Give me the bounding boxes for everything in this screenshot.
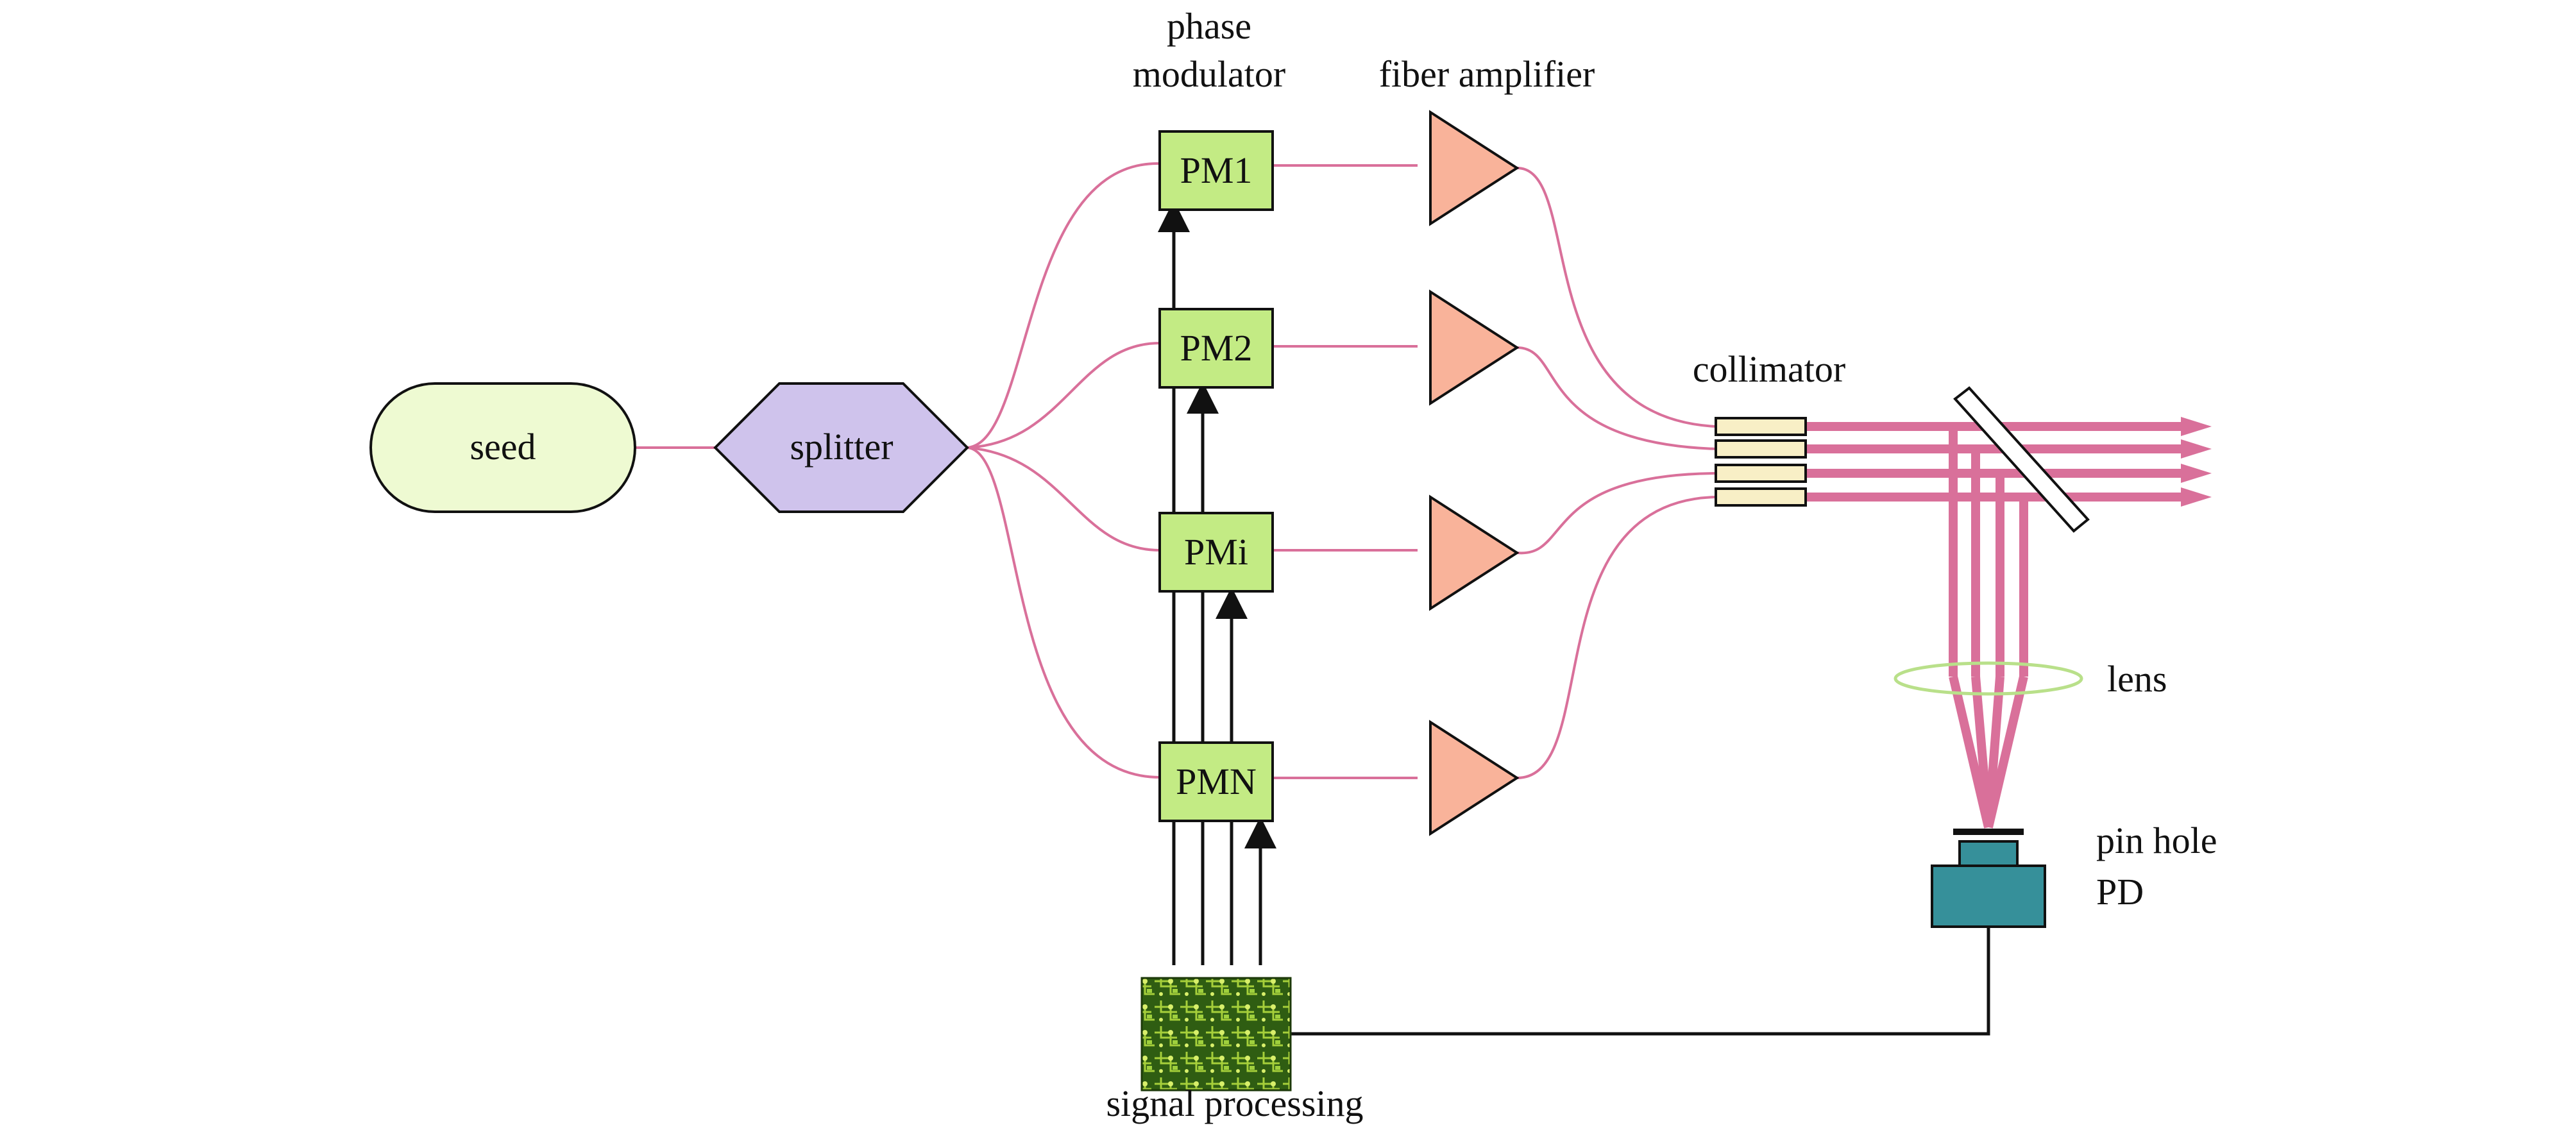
collimator-array — [1715, 417, 1807, 507]
output-beams — [1806, 417, 2212, 507]
modulator-label-pm2: PM2 — [1180, 327, 1253, 369]
splitter-to-pmi-fiber — [967, 446, 1160, 552]
pinhole-label-line2: PD — [2096, 871, 2144, 913]
modulator-label-pmn: PMN — [1176, 761, 1257, 802]
amplifier-1-triangle — [1429, 110, 1520, 226]
amplifier-n-triangle — [1429, 720, 1520, 836]
splitter-hexagon — [713, 382, 969, 513]
pinhole-plate — [1953, 829, 2024, 835]
output-beam-arrow-3 — [2181, 464, 2212, 483]
amp1-to-collimator-fiber — [1516, 167, 1716, 428]
focused-beam-4 — [1984, 675, 2028, 829]
collimator-4 — [1715, 487, 1807, 507]
ampi-to-collimator-fiber — [1516, 472, 1716, 555]
modulator-pm2: PM2 — [1158, 308, 1274, 389]
collimator-3 — [1715, 464, 1807, 483]
modulator-label-pm1: PM1 — [1180, 149, 1253, 191]
phase-modulator-label-line2: modulator — [1133, 53, 1285, 95]
fiber-lines — [635, 162, 1716, 779]
pd-feedback-line — [1291, 927, 1990, 1036]
lens-ellipse — [1894, 661, 2083, 696]
modulator-pmi: PMi — [1158, 512, 1274, 593]
output-beam-arrow-1 — [2181, 417, 2212, 436]
splitter-to-pm2-fiber — [967, 342, 1160, 449]
splitter-to-pmn-fiber — [967, 446, 1160, 779]
sampled-beams — [1949, 426, 2028, 829]
photodetector-body — [1931, 864, 2046, 928]
amplifier-2-triangle — [1429, 289, 1520, 406]
output-beam-arrow-2 — [2181, 439, 2212, 459]
signal-processing-label: signal processing — [1106, 1083, 1363, 1124]
collimator-1 — [1715, 417, 1807, 436]
signal-processing-board — [1140, 977, 1292, 1092]
collimator-label: collimator — [1693, 348, 1845, 390]
pinhole-label-line1: pin hole — [2096, 820, 2217, 861]
lens-label: lens — [2107, 658, 2167, 700]
modulator-label-pmi: PMi — [1184, 531, 1248, 573]
beam-sampler-mirror — [1953, 386, 2090, 533]
seed-label: seed — [470, 426, 536, 468]
amplifier-i-triangle — [1429, 494, 1520, 611]
modulator-pm1: PM1 — [1158, 130, 1274, 211]
output-beam-arrow-4 — [2181, 487, 2212, 507]
collimator-2 — [1715, 439, 1807, 459]
amp2-to-collimator-fiber — [1516, 346, 1716, 450]
splitter-to-pm1-fiber — [967, 162, 1160, 449]
photodetector-top — [1958, 840, 2019, 867]
seed-box — [369, 382, 636, 513]
splitter-label: splitter — [790, 426, 893, 468]
modulator-pmn: PMN — [1158, 741, 1274, 822]
phase-modulator-label-line1: phase — [1167, 5, 1251, 47]
ampn-to-collimator-fiber — [1516, 496, 1716, 779]
fiber-amplifier-label: fiber amplifier — [1379, 53, 1595, 95]
